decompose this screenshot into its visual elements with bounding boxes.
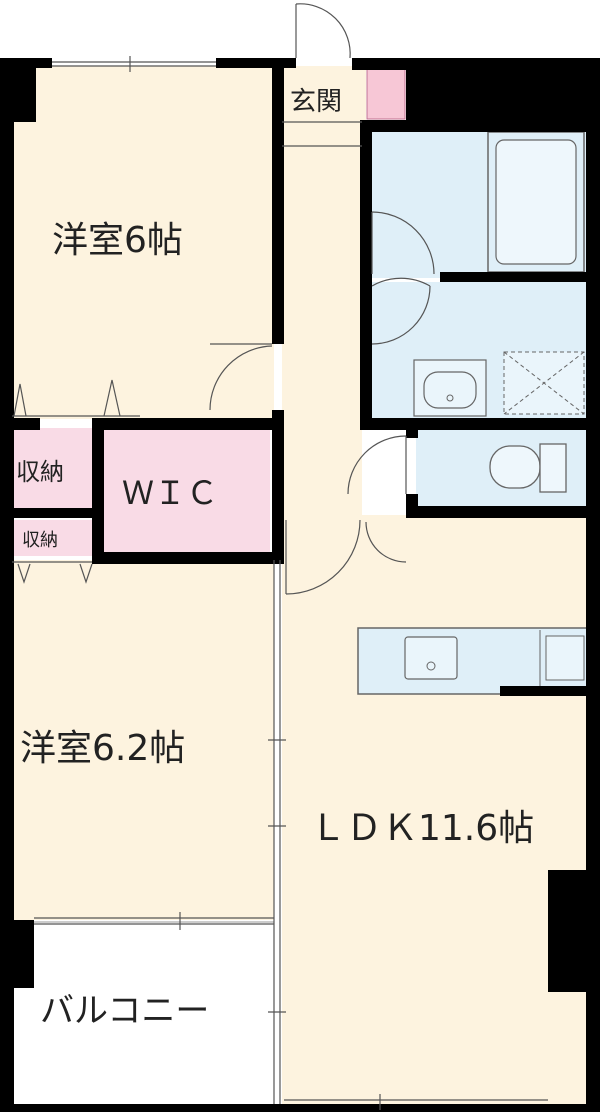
washbasin-icon (413, 359, 487, 417)
bathtub-inner (495, 139, 577, 265)
room-label-ldk: ＬＤＫ11.6帖 (310, 808, 534, 849)
stove-icon (545, 635, 585, 681)
balcony-area (11, 921, 275, 1108)
wic-area (100, 428, 270, 554)
room-label-storage-lower: 収納 (22, 530, 58, 551)
room-label-storage-upper: 収納 (16, 458, 64, 486)
ldk-area (282, 515, 588, 1105)
room-label-western-bottom: 洋室6.2帖 (20, 728, 185, 769)
western-room-bottom-area (12, 560, 274, 920)
storage-lower-area (12, 520, 94, 556)
room-label-balcony: バルコニー (40, 991, 209, 1031)
toilet-icon (489, 445, 541, 489)
door-swings (13, 3, 435, 595)
entrance-accent (366, 66, 406, 120)
room-label-wic: ＷＩＣ (122, 474, 218, 512)
walls (0, 58, 600, 1112)
room-label-entrance: 玄関 (290, 87, 342, 117)
corridor-area (282, 120, 362, 520)
kitchen-sink-icon (404, 636, 458, 680)
entrance-area (282, 66, 366, 122)
room-label-western-top: 洋室6帖 (52, 220, 183, 261)
western-room-top-area (12, 66, 274, 419)
sink-drain-icon (426, 661, 436, 671)
storage-upper-area (12, 428, 94, 510)
